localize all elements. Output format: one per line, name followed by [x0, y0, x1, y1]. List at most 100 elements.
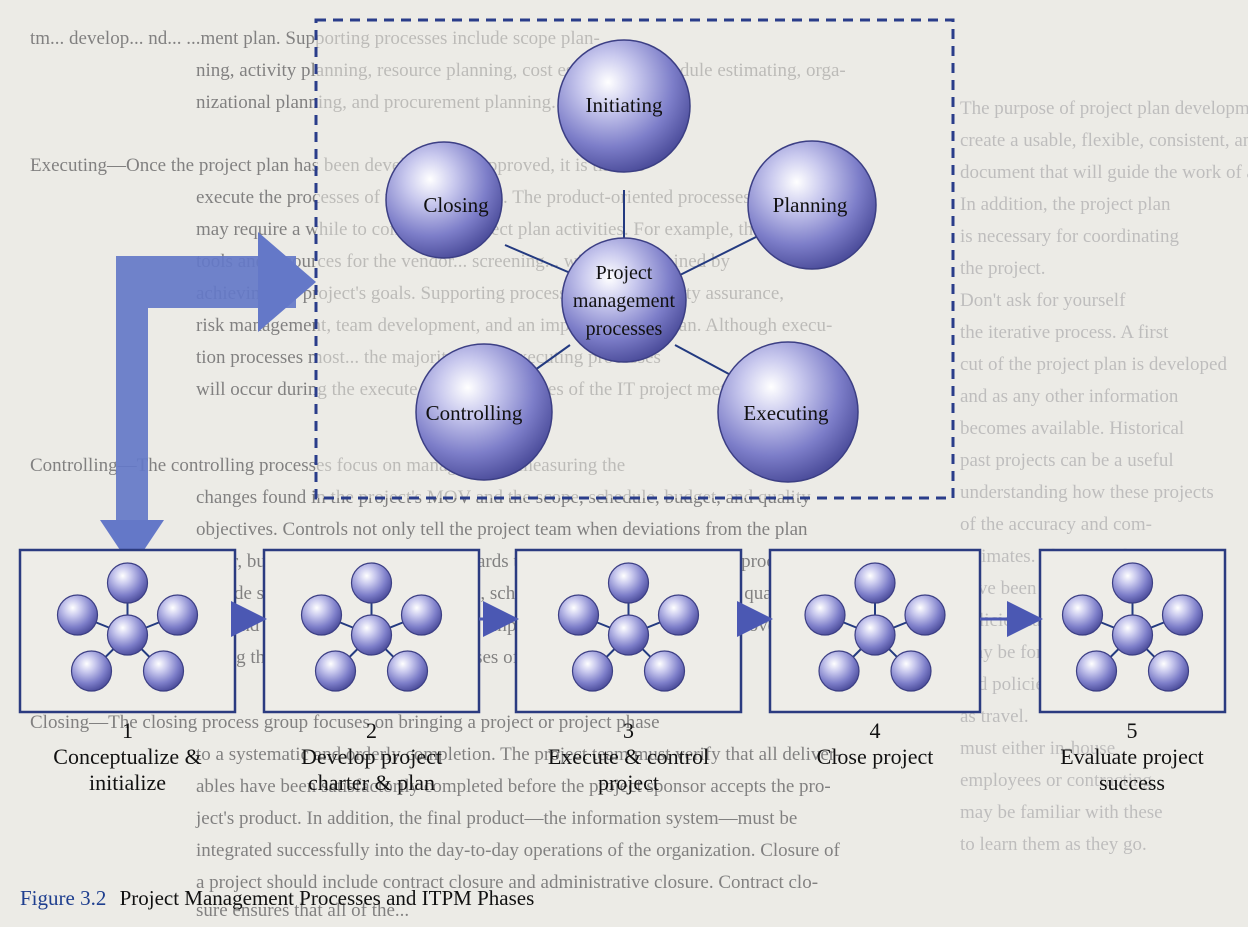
label-pm-line-3: processes — [586, 318, 663, 340]
mini-sphere — [1061, 594, 1104, 636]
mini-sphere — [657, 594, 700, 636]
bleed-text-left-line: objectives. Controls not only tell the p… — [196, 519, 808, 540]
sphere-pm-processes — [561, 237, 687, 363]
label-executing: Executing — [743, 401, 829, 425]
bleed-text-right-line: past projects can be a useful — [960, 450, 1174, 471]
sphere-executing — [717, 341, 859, 483]
mini-sphere — [890, 650, 932, 692]
bleed-text-right-line: the project. — [960, 258, 1046, 279]
phase-1-line-1: Conceptualize & — [53, 744, 202, 769]
mini-sphere — [156, 594, 199, 636]
mini-sphere — [106, 562, 149, 604]
phase-5-box-group — [1038, 548, 1227, 714]
mini-sphere — [386, 650, 429, 692]
bleed-text-left-line: integrated successfully into the day-to-… — [196, 840, 840, 861]
phase-2-box-group — [262, 548, 481, 714]
figure-caption: Figure 3.2 Project Management Processes … — [20, 886, 534, 911]
sphere-closing — [385, 141, 503, 259]
mini-sphere-hub — [106, 614, 149, 656]
label-pm-line-1: Project — [596, 262, 653, 284]
mini-sphere — [1075, 650, 1118, 692]
bleed-text-right-line: Don't ask for yourself — [960, 290, 1126, 311]
mini-sphere — [643, 650, 686, 692]
phase-4-line-1: Close project — [816, 744, 934, 769]
mini-sphere — [350, 562, 393, 604]
mini-sphere — [557, 594, 600, 636]
bleed-text-right-line: create a usable, flexible, consistent, a… — [960, 130, 1248, 151]
bleed-text-right-line: to learn them as they go. — [960, 834, 1147, 855]
bleed-text-left-line: sure ensures that all of the... — [196, 900, 410, 921]
bleed-text-left-line: ables have been satisfactorily completed… — [196, 776, 831, 797]
mini-sphere — [70, 650, 113, 692]
bleed-text-right-line: the iterative process. A first — [960, 322, 1169, 343]
loop-arrow-head-down — [100, 520, 164, 568]
phase-1-number: 1 — [122, 718, 133, 743]
label-controlling: Controlling — [426, 401, 523, 425]
bleed-text-left-line: a project should include contract closur… — [196, 872, 819, 893]
phase-2-label: 2 Develop project charter & plan — [264, 718, 479, 796]
mini-sphere-hub — [350, 614, 393, 656]
bleed-text-right-line: may be familiar with these — [960, 802, 1163, 823]
figure-number: Figure 3.2 — [20, 886, 107, 910]
phase-1-label: 1 Conceptualize & initialize — [20, 718, 235, 796]
bleed-text-right-line: In addition, the project plan — [960, 194, 1171, 215]
bleed-text-right-line: is necessary for coordinating — [960, 226, 1179, 247]
phase-2-number: 2 — [366, 718, 377, 743]
phase-5-number: 5 — [1126, 718, 1138, 743]
phase-5-label: 5 Evaluate project success — [1022, 718, 1242, 796]
phase-3-line-1: Execute & control — [547, 744, 710, 769]
mini-sphere-hub — [854, 614, 896, 656]
mini-sphere — [804, 594, 846, 636]
mini-sphere — [1111, 562, 1154, 604]
loop-arrow — [100, 232, 316, 568]
mini-sphere — [571, 650, 614, 692]
mini-sphere — [400, 594, 443, 636]
mini-sphere — [142, 650, 185, 692]
connector-controlling — [534, 344, 571, 371]
mini-sphere — [1147, 650, 1190, 692]
phase-4-label: 4 Close project — [770, 718, 980, 770]
loop-arrow-head-right — [258, 232, 316, 332]
mini-sphere — [818, 650, 860, 692]
mini-sphere — [56, 594, 99, 636]
bleed-text-right-line: understanding how these projects — [960, 482, 1214, 503]
phase-4-number: 4 — [869, 718, 881, 743]
bleed-text-right-line: of the accuracy and com- — [960, 514, 1153, 535]
label-closing: Closing — [423, 193, 489, 217]
mini-sphere-hub — [1111, 614, 1154, 656]
phase-5-line-1: Evaluate project — [1060, 744, 1204, 769]
mini-sphere — [904, 594, 946, 636]
connector-planning — [679, 234, 761, 276]
bleed-text-right-line: cut of the project plan is developed — [960, 354, 1227, 375]
phases-row — [18, 548, 1227, 714]
bleed-text-right-line: becomes available. Historical — [960, 418, 1185, 439]
bleed-text-right-line: must either in-house — [960, 738, 1116, 759]
phase-2-line-2: charter & plan — [307, 770, 436, 795]
bleed-text-right-line: document that will guide the work of act… — [960, 162, 1248, 183]
sphere-controlling — [415, 343, 553, 481]
mini-sphere — [1161, 594, 1204, 636]
sphere-planning — [747, 140, 877, 270]
phase-5-line-2: success — [1099, 770, 1165, 795]
mini-sphere — [300, 594, 343, 636]
phase-3-box-group — [514, 548, 743, 714]
phase-2-line-1: Develop project — [300, 744, 443, 769]
label-planning: Planning — [773, 193, 848, 217]
figure-title: Project Management Processes and ITPM Ph… — [119, 886, 535, 910]
label-initiating: Initiating — [586, 93, 663, 117]
label-pm-line-2: management — [573, 290, 676, 312]
bleed-text-right-line: The purpose of project plan development … — [960, 98, 1248, 119]
phase-4-box-group — [768, 548, 982, 714]
mini-sphere — [314, 650, 357, 692]
mini-sphere — [607, 562, 650, 604]
mini-sphere — [854, 562, 896, 604]
sphere-initiating — [557, 39, 691, 173]
connector-closing — [504, 244, 576, 276]
phase-1-line-2: initialize — [89, 770, 166, 795]
bleed-text-left-line: Closing—The closing process group focuse… — [30, 712, 660, 733]
bleed-text-left-line: to a systematic and orderly completion. … — [196, 744, 842, 765]
hub-connectors — [504, 190, 761, 381]
phase-3-line-2: project — [597, 770, 660, 795]
